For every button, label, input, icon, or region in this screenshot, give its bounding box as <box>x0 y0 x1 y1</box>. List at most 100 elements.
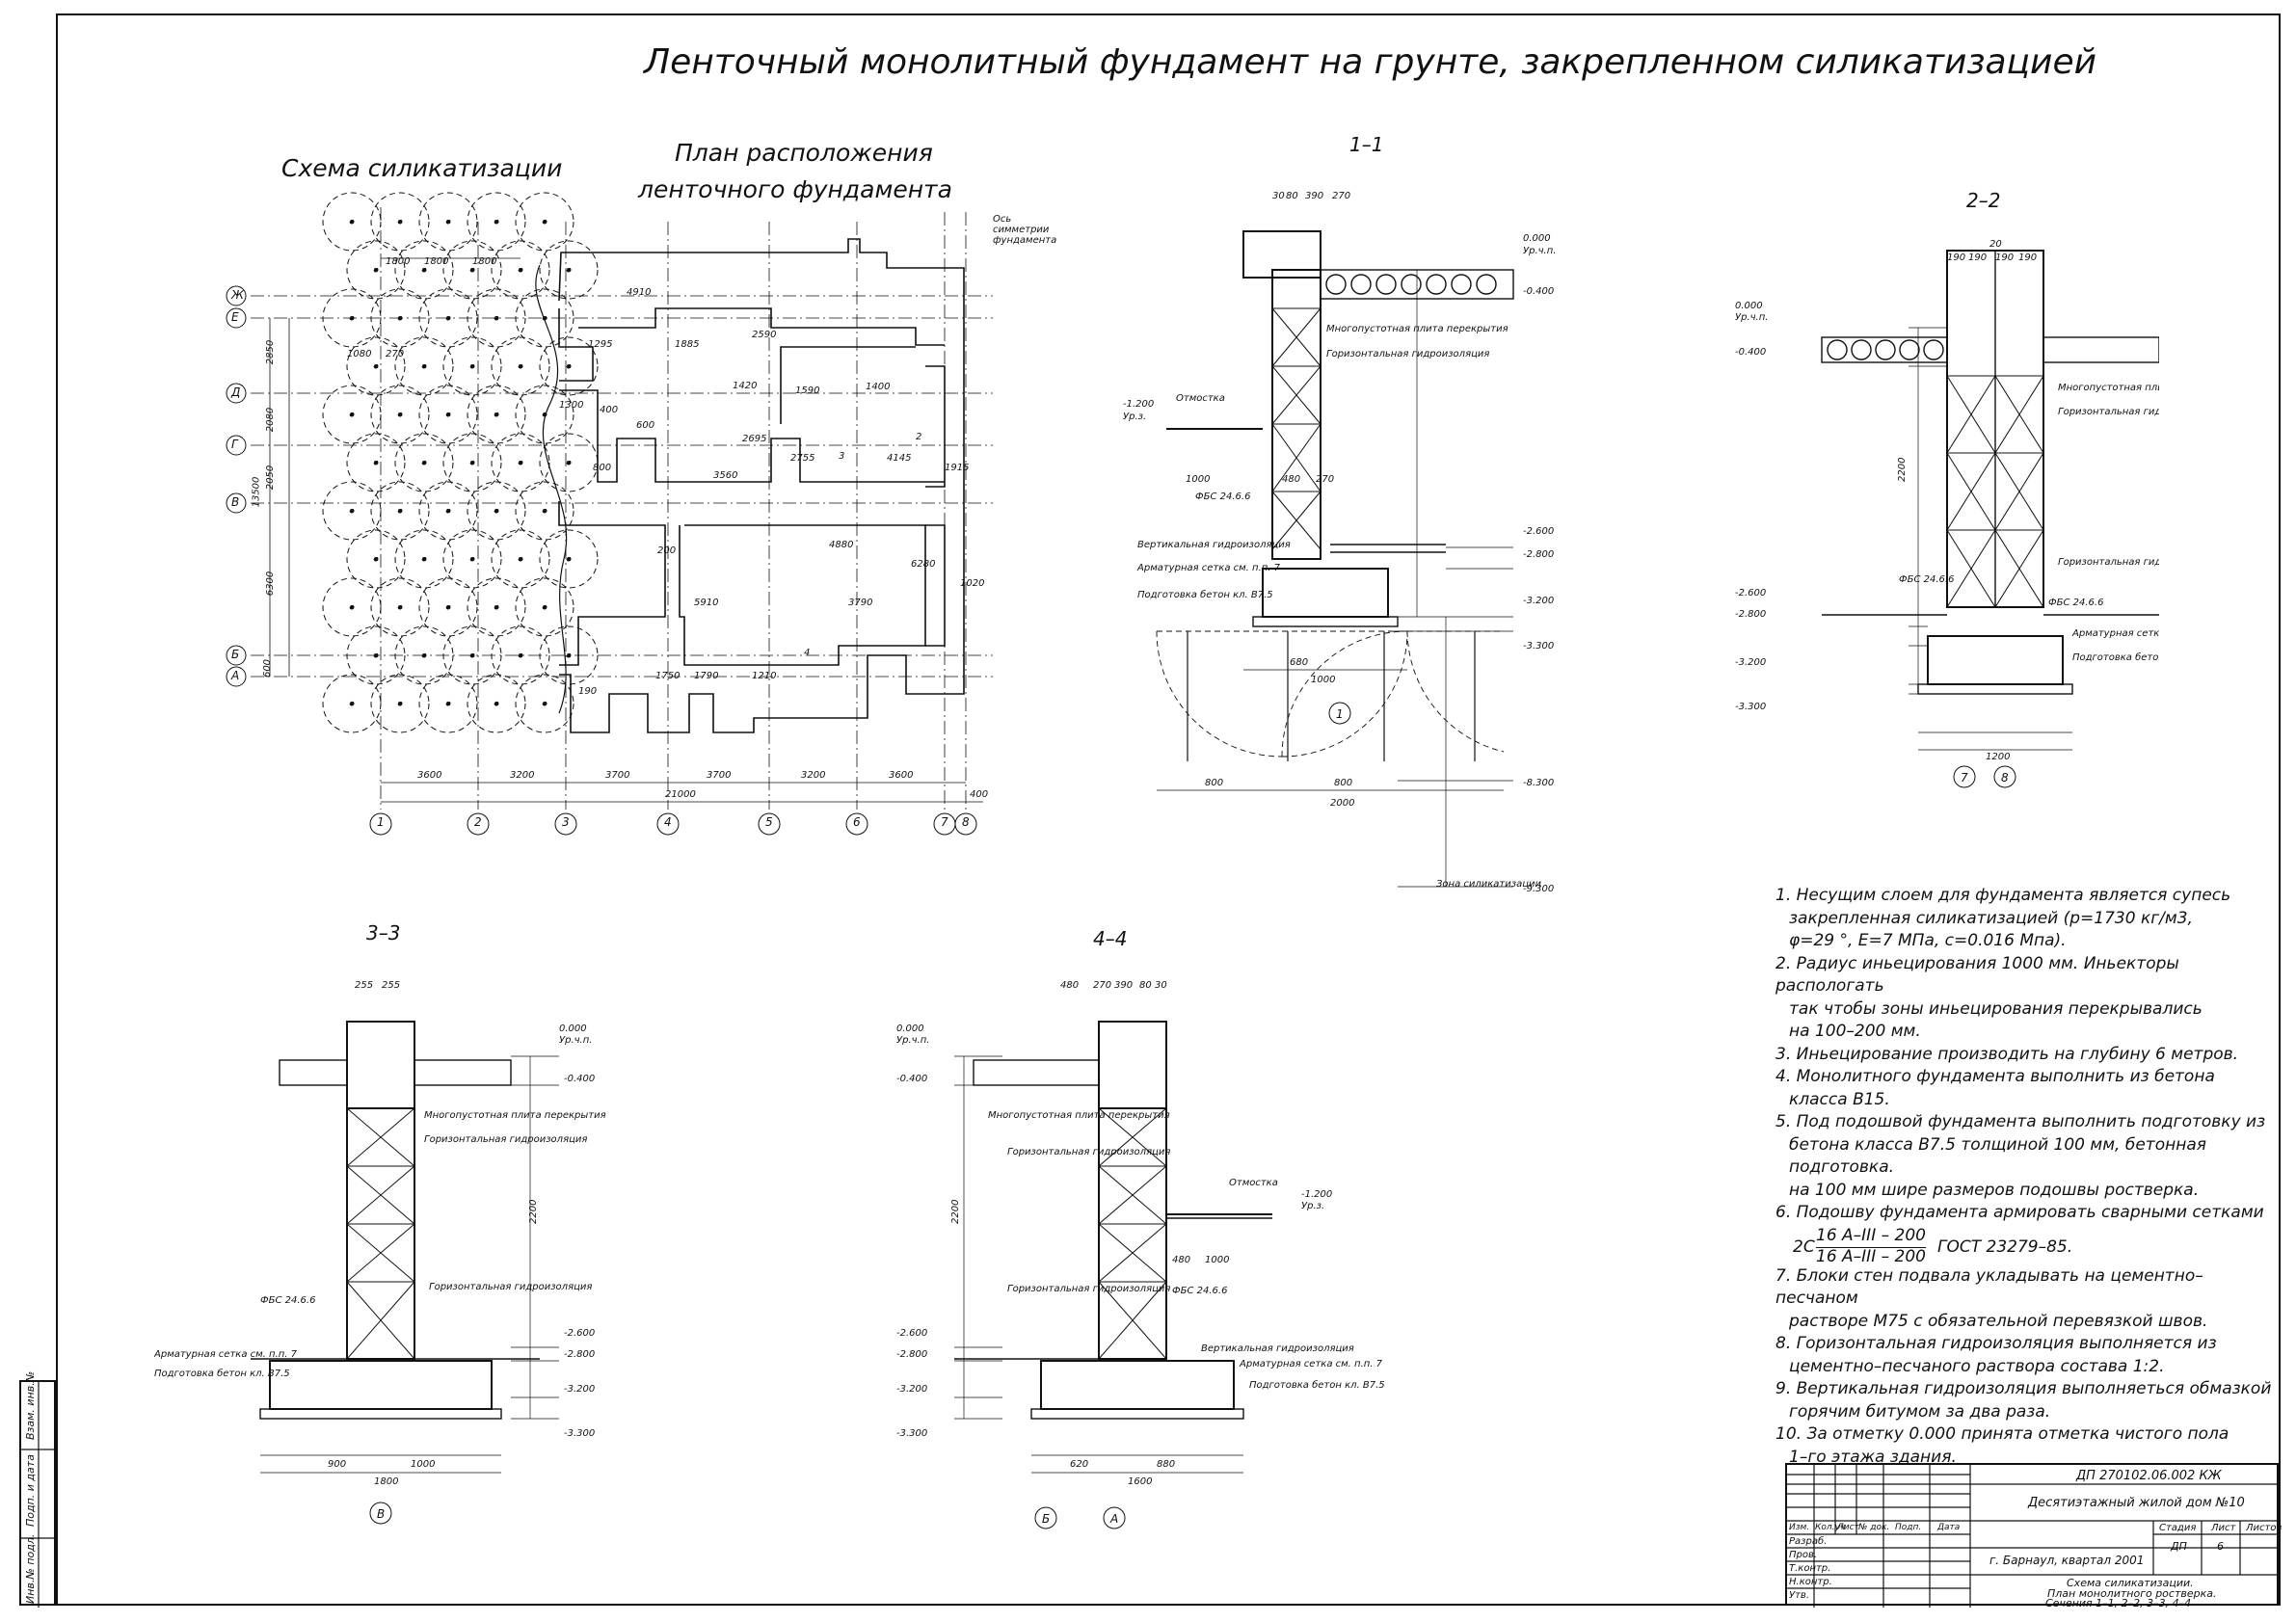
mesh-gost: ГОСТ 23279–85. <box>1937 1236 2073 1257</box>
mesh-den: 16 А–III – 200 <box>1816 1246 1926 1266</box>
injector-point <box>469 363 475 369</box>
mesh-prefix: 2С <box>1793 1236 1815 1257</box>
injector-point <box>469 267 475 273</box>
s33-d-2200: 2200 <box>528 1200 539 1224</box>
note-1b: закрепленная силикатизацией (p=1730 кг/м… <box>1789 908 2193 928</box>
injection-zone <box>467 577 526 637</box>
plan-col-dim: 3200 <box>801 770 826 781</box>
injector-point <box>445 508 451 514</box>
injection-zone <box>346 240 406 300</box>
plan-col-dim: 3200 <box>510 770 535 781</box>
plan-dim-label: 4145 <box>887 453 912 464</box>
note-1c: φ=29 °, Е=7 МПа, с=0.016 Мпа). <box>1789 931 2067 950</box>
plan-dim-label: 1750 <box>655 671 681 681</box>
general-notes: 1. Несущим слоем для фундамента является… <box>1775 885 2277 1469</box>
injection-zone <box>370 674 430 733</box>
stamp-role-utv: Утв. <box>1789 1590 1809 1601</box>
s44-d-3: 80 <box>1139 980 1152 991</box>
s44-d-2200: 2200 <box>950 1200 961 1224</box>
injector-point <box>373 267 379 273</box>
injection-zone <box>418 192 478 252</box>
plan-dim-label: 1210 <box>752 671 777 681</box>
s33-d-900: 900 <box>328 1459 346 1470</box>
injection-zone <box>346 336 406 396</box>
s44-d-1000: 1000 <box>1205 1255 1229 1265</box>
s44-fbs: ФБС 24.6.6 <box>1172 1286 1227 1296</box>
injector-point <box>349 412 355 417</box>
s22-elev-3200: -3.200 <box>1735 657 1766 668</box>
slab-void <box>1325 274 1347 295</box>
stamp-title-3: Сечения 1–1, 2–2, 3–3, 4–4 <box>2045 1597 2192 1609</box>
plan-dim-label: 1400 <box>866 382 891 392</box>
s44-d-1: 270 <box>1093 980 1111 991</box>
s44-axis-a-label: А <box>1109 1512 1118 1526</box>
injector-point <box>373 460 379 465</box>
injector-point <box>373 363 379 369</box>
s33-mesh: Арматурная сетка см. п.п. 7 <box>154 1349 298 1360</box>
s44-hydro: Горизонтальная гидроизоляция <box>1007 1147 1170 1157</box>
s44-axis-b-label: Б <box>1042 1512 1050 1526</box>
s44-elev-floor: -0.400 <box>896 1074 927 1084</box>
section-4-4: 480 270 390 80 30 0.000 Ур.ч.п. -0.400 М… <box>896 980 1385 1529</box>
injector-point <box>518 460 523 465</box>
plan-axis-row: Д <box>231 386 241 399</box>
s11-hydro-v: Вертикальная гидроизоляция <box>1137 540 1291 550</box>
s44-hydro2: Горизонтальная гидроизоляция <box>1007 1284 1170 1294</box>
note-6: 6. Подошву фундамента армировать сварным… <box>1775 1203 2264 1222</box>
s33-plate: Многопустотная плита перекрытия <box>424 1110 606 1121</box>
note-5b: бетона класса В7.5 толщиной 100 мм, бето… <box>1789 1134 2206 1178</box>
s22-elev-top-label: Ур.ч.п. <box>1735 312 1768 323</box>
axis-bubble-col <box>845 812 868 836</box>
plan-dim-label: 5910 <box>694 598 719 608</box>
side-podp: Подп. и дата <box>24 1454 37 1527</box>
s11-d-480: 480 <box>1282 474 1300 485</box>
stamp-col-izm: Изм. <box>1789 1523 1810 1532</box>
injection-zone <box>491 433 550 492</box>
section-4-title: 4–4 <box>1093 927 1128 950</box>
injection-zone <box>394 433 454 492</box>
plan-dim-label: 1300 <box>559 400 584 411</box>
slab-void <box>1476 274 1497 295</box>
injection-zone <box>322 385 382 444</box>
s11-axis: 1 <box>1336 707 1344 721</box>
injection-zone <box>539 336 599 396</box>
injection-zone <box>491 336 550 396</box>
injection-zone <box>370 385 430 444</box>
injector-point <box>566 556 572 562</box>
s22-d-0: 190 <box>1947 253 1965 263</box>
s44-d-480: 480 <box>1172 1255 1190 1265</box>
s33-hydro: Горизонтальная гидроизоляция <box>424 1134 587 1145</box>
s44-elev-2800: -2.800 <box>896 1349 927 1360</box>
stamp-place: г. Барнаул, квартал 2001 <box>1989 1554 2145 1567</box>
injection-zone <box>539 529 599 589</box>
axis-bubble-row <box>226 492 247 514</box>
injector-point <box>373 556 379 562</box>
s44-d-620: 620 <box>1070 1459 1088 1470</box>
side-stamp: Инв.№ подл. Подп. и дата Взам. инв.№ <box>19 1371 58 1608</box>
stamp-stage-h: Стадия <box>2159 1523 2197 1533</box>
note-1a: 1. Несущим слоем для фундамента является… <box>1775 886 2231 905</box>
s22-fbs1: ФБС 24.6.6 <box>1899 574 1954 585</box>
slab-void <box>1875 339 1896 360</box>
plan-dim-label: 1295 <box>588 339 613 350</box>
injection-zone <box>370 192 430 252</box>
s44-elev-2600: -2.600 <box>896 1328 927 1339</box>
plan-title-1: План расположения <box>675 139 933 167</box>
injector-point <box>445 412 451 417</box>
s22-elev-floor: -0.400 <box>1735 347 1766 358</box>
injector-point <box>469 460 475 465</box>
note-2b: так чтобы зоны иньецирования перекрывали… <box>1789 998 2203 1019</box>
note-8b: цементно–песчаного раствора состава 1:2. <box>1789 1356 2165 1376</box>
scheme-title: Схема силикатизации <box>281 154 563 182</box>
s11-d-2000: 2000 <box>1330 798 1354 809</box>
plan-axis-col: 7 <box>941 815 948 829</box>
plan-dim-label: 1915 <box>945 463 970 473</box>
slab-void <box>1899 339 1920 360</box>
injector-point <box>349 701 355 706</box>
s33-elev-3200: -3.200 <box>564 1384 595 1395</box>
s22-axis-8-label: 8 <box>2001 771 2009 784</box>
stamp-col-podp: Подп. <box>1895 1523 1922 1532</box>
slab-void <box>1923 339 1944 360</box>
injection-zone <box>370 577 430 637</box>
injector-point <box>494 604 499 610</box>
